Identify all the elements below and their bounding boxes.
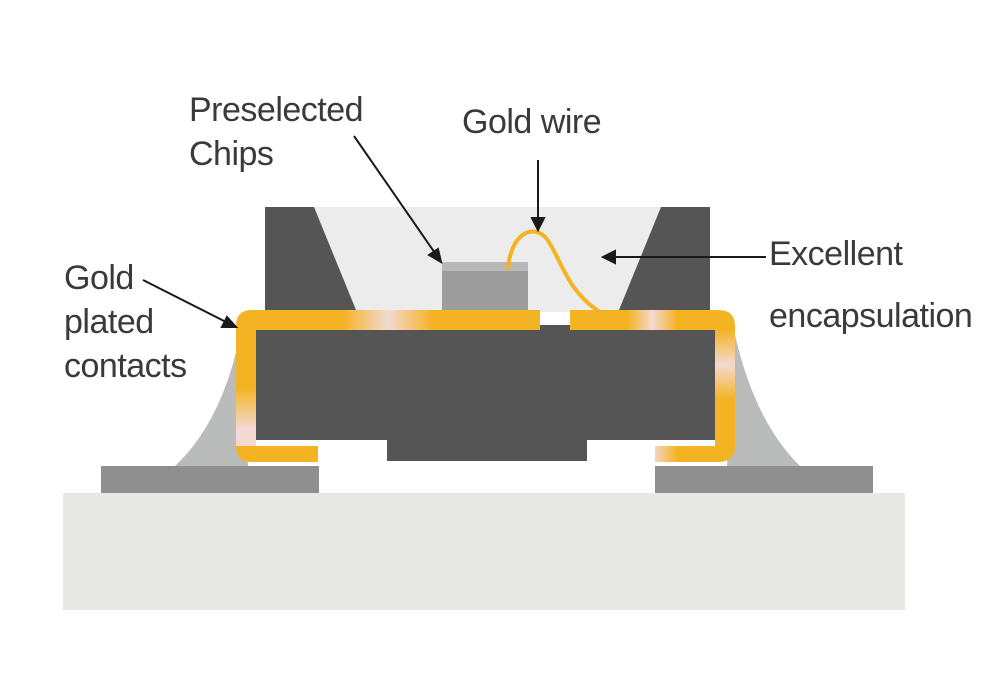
label-gold-wire-line-1: Gold wire [462,103,602,141]
encapsulation-lens [265,207,710,312]
label-excellent-encapsulation: Excellent encapsulation [769,232,973,338]
label-gold-plated-contacts-line-1: Gold [64,259,134,297]
label-gold-plated-contacts-line-3: contacts [64,347,187,385]
label-preselected-chips-line-2: Chips [189,135,274,173]
label-preselected-chips-line-1: Preselected [189,91,364,129]
arrowhead-preselected-chips [427,247,443,265]
gold-contact-left-side [236,330,256,446]
solder-pad-right [655,466,873,493]
solder-fillet-right [727,335,800,466]
gold-contact-right [570,310,735,462]
solder-fillet-left [175,335,248,466]
label-preselected-chips: Preselected Chips [189,88,364,176]
arrow-preselected-chips [353,135,438,257]
package-body [255,325,718,461]
label-gold-wire: Gold wire [462,100,602,144]
gold-contact-right-side [715,330,735,446]
label-excellent-encapsulation-line-1: Excellent [769,235,903,273]
arrowhead-gold-contacts [220,315,239,328]
reflector-wall-left [265,207,356,310]
board-substrate [63,493,905,610]
gold-bond-wire [506,229,602,314]
arrow-gold-contacts [142,279,229,324]
arrowhead-encapsulation [600,249,616,265]
label-gold-plated-contacts-line-2: plated [64,303,154,341]
solder-pad-left [101,466,319,493]
arrowhead-gold-wire [530,217,546,233]
leader-arrows [142,135,766,328]
led-chip-top [442,262,528,271]
reflector-wall-right [619,207,710,310]
gold-contact-left [236,310,540,462]
label-gold-plated-contacts: Gold plated contacts [64,256,187,388]
label-excellent-encapsulation-line-2: encapsulation [769,297,973,335]
